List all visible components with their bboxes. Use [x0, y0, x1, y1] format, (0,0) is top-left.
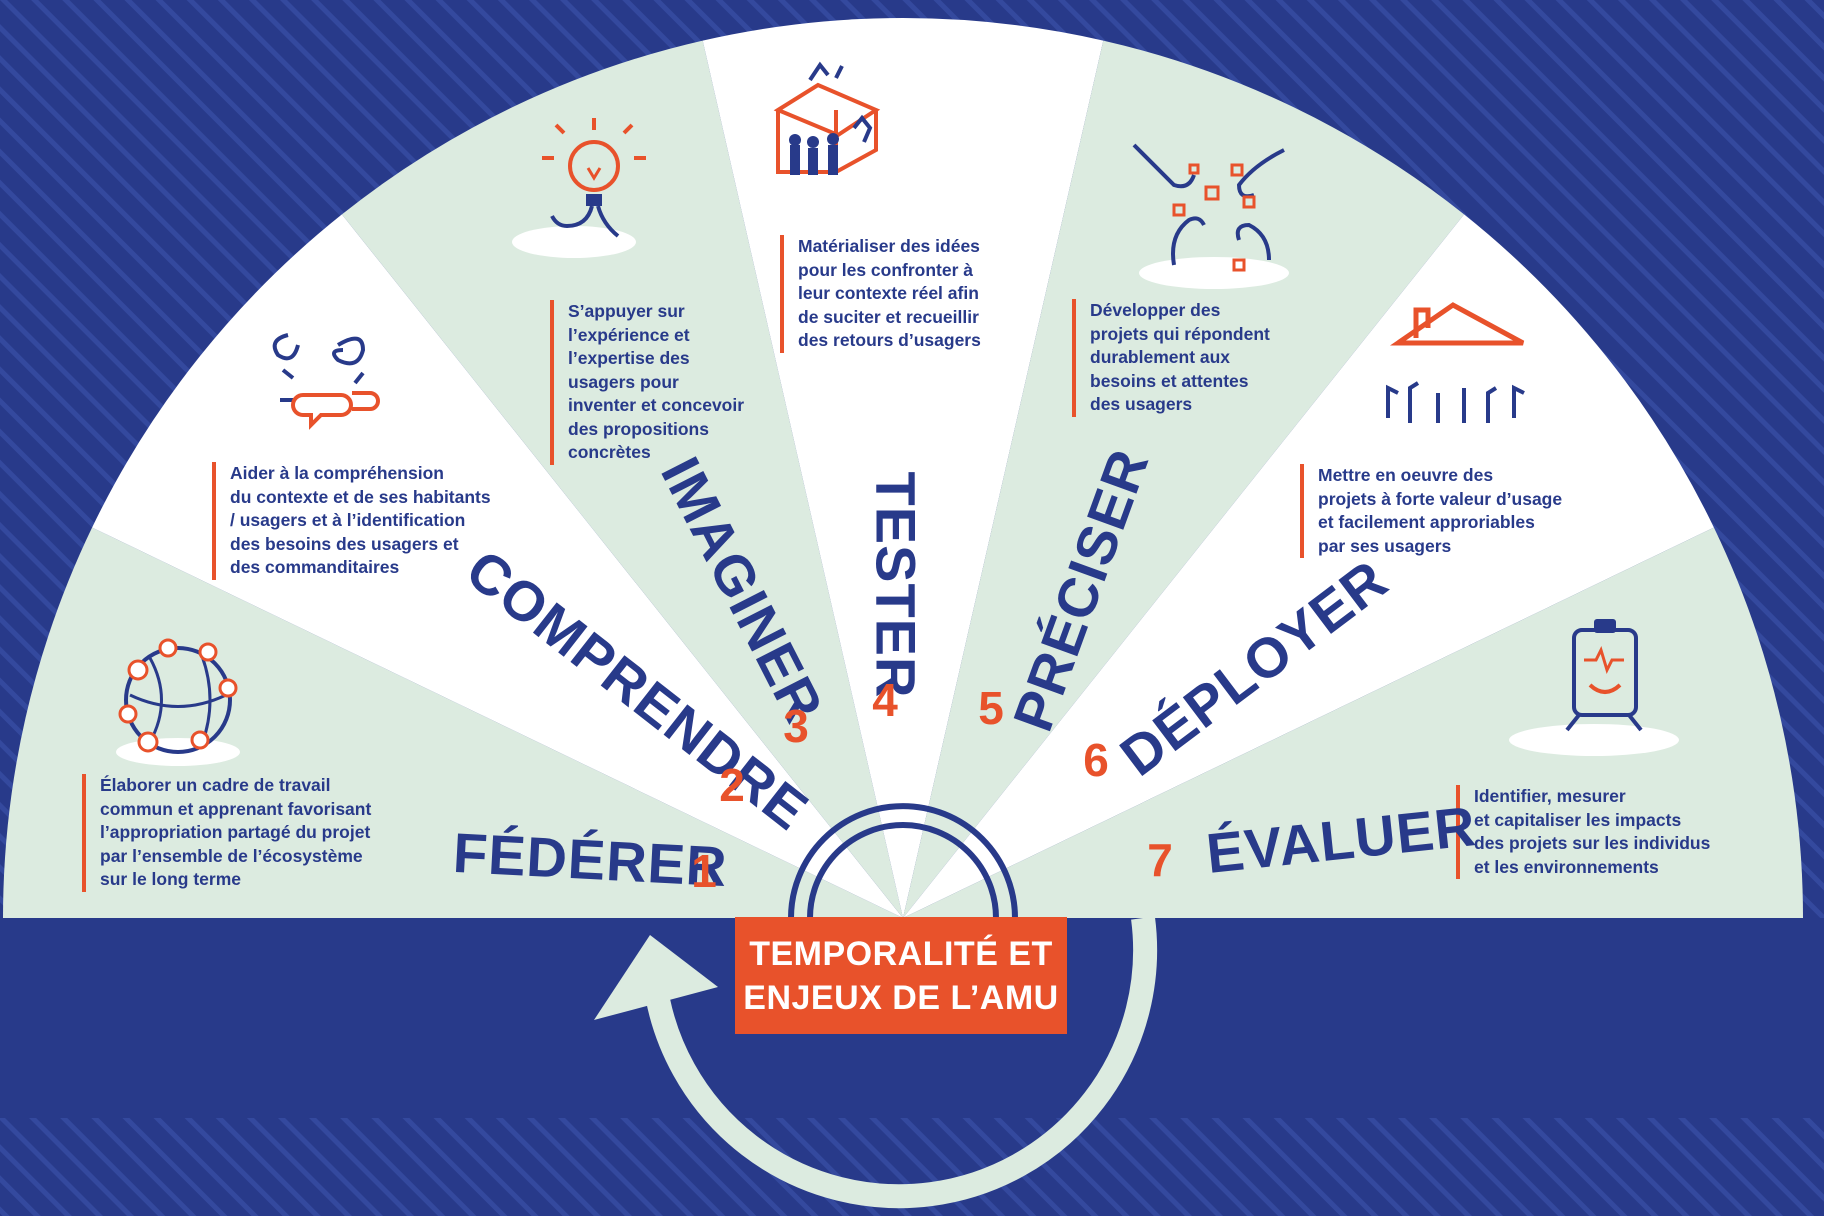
stage-3-description: S’appuyer sur l’expérience et l’expertise …: [550, 300, 744, 465]
cycle-arrow-head: [594, 935, 718, 1020]
sector-2: [92, 214, 904, 918]
sector-5: [903, 40, 1465, 919]
center-title-line-2: ENJEUX DE L’AMU: [743, 978, 1059, 1017]
description-line: et les environnements: [1474, 856, 1659, 877]
hands-pieces-icon: [1132, 143, 1289, 289]
description-line: des retours d’usagers: [798, 330, 981, 350]
cycle-arrow-ring: [643, 916, 1158, 1209]
description-line: l’expertise des: [568, 348, 690, 368]
center-arcs: [788, 803, 1018, 919]
clipboard-smile-icon: [1509, 619, 1679, 756]
fan-sectors: [2, 18, 1803, 919]
description-line: par ses usagers: [1318, 535, 1452, 556]
description-line: leur contexte réel afin: [798, 283, 979, 303]
stage-7-description: Identifier, mesurer et capitaliser les im…: [1456, 785, 1710, 879]
running-lightbulb-icon: [512, 118, 646, 258]
house-people-icon: [751, 61, 901, 206]
sector-7: [903, 527, 1803, 918]
description-line: projets à forte valeur d’usage: [1318, 488, 1563, 509]
center-title-line-1: TEMPORALITÉ ET: [749, 934, 1053, 973]
description-line: des commanditaires: [230, 557, 400, 577]
sector-1: [2, 527, 903, 918]
stage-1-description: Élaborer un cadre de travail commun et ap…: [82, 774, 371, 892]
description-line: pour les confronter à: [798, 259, 974, 280]
description-line: usagers pour: [568, 371, 679, 392]
description-line: de suciter et recueillir: [798, 306, 979, 327]
description-line: concrètes: [568, 442, 651, 462]
description-line: Développer des: [1090, 300, 1221, 320]
stage-4-number: 4: [872, 674, 898, 726]
description-line: des usagers: [1090, 394, 1193, 414]
description-line: besoins et attentes: [1090, 370, 1249, 391]
description-line: du contexte et de ses habitants: [230, 486, 491, 507]
description-line: S’appuyer sur: [568, 301, 685, 321]
roof-hands-icon: [1373, 302, 1543, 444]
description-line: l’appropriation partagé du projet: [100, 822, 371, 842]
stage-6-description: Mettre en oeuvre des projets à forte vale…: [1300, 464, 1562, 558]
stage-2-number: 2: [719, 759, 745, 811]
stage-5-description: Développer des projets qui répondent durab…: [1072, 299, 1270, 417]
description-line: / usagers et à l’identification: [230, 510, 466, 530]
stage-1-number: 1: [691, 845, 717, 897]
description-line: commun et apprenant favorisant: [100, 798, 372, 819]
stage-1-label: FÉDÉRER: [451, 820, 730, 899]
description-line: Identifier, mesurer: [1474, 786, 1626, 806]
stage-2-description: Aider à la compréhension du contexte et d…: [212, 462, 491, 580]
description-line: l’expérience et: [568, 324, 690, 345]
sector-3: [341, 40, 903, 919]
description-line: et capitaliser les impacts: [1474, 809, 1682, 830]
sector-6: [903, 214, 1714, 918]
description-line: Aider à la compréhension: [230, 463, 444, 483]
description-line: des besoins des usagers et: [230, 533, 459, 554]
description-line: des projets sur les individus: [1474, 833, 1711, 853]
description-line: Matérialiser des idées: [798, 236, 980, 256]
description-line: par l’ensemble de l’écosystème: [100, 845, 363, 866]
description-line: et facilement approriables: [1318, 512, 1535, 532]
description-line: Mettre en oeuvre des: [1318, 465, 1494, 485]
stage-7-number: 7: [1147, 834, 1173, 886]
sector-4: [702, 18, 1104, 918]
description-line: inventer et concevoir: [568, 395, 745, 415]
description-line: sur le long terme: [100, 869, 242, 889]
stage-5-number: 5: [978, 682, 1004, 734]
stage-4-description: Matérialiser des idées pour les confronte…: [780, 235, 981, 353]
speech-bubbles-icon: [268, 333, 388, 439]
description-line: durablement aux: [1090, 347, 1231, 367]
stage-6-number: 6: [1083, 734, 1109, 786]
stage-3-number: 3: [783, 700, 809, 752]
description-line: Élaborer un cadre de travail: [100, 775, 331, 795]
center-title-box: TEMPORALITÉ ET ENJEUX DE L’AMU: [735, 917, 1067, 1034]
globe-hands-icon: [116, 638, 240, 766]
description-line: projets qui répondent: [1090, 323, 1270, 344]
stage-4-label: TESTER: [864, 471, 928, 699]
description-line: des propositions: [568, 418, 709, 439]
